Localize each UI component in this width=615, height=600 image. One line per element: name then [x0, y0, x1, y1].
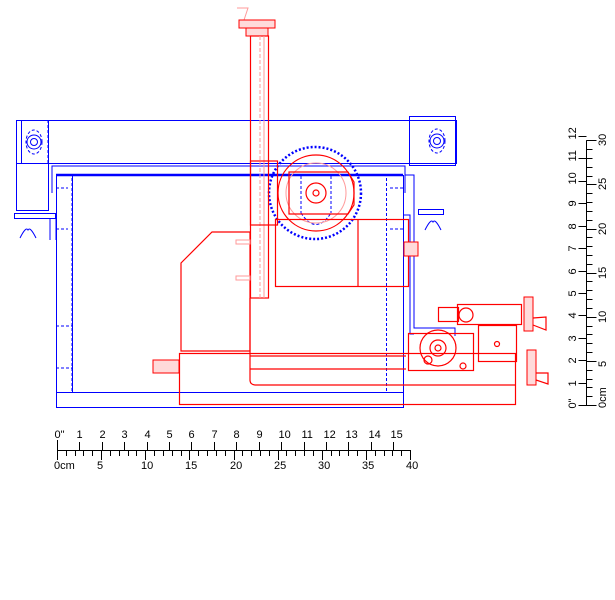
cm-label: 15: [185, 460, 197, 472]
inch-label: 8: [567, 223, 579, 229]
cm-label: 10: [597, 311, 609, 323]
inch-label: 12: [324, 429, 336, 441]
inch-label: 0": [55, 429, 65, 441]
inch-label: 11: [567, 150, 579, 161]
inch-label: 3: [122, 429, 128, 441]
cm-label: 10: [141, 460, 153, 472]
inch-label: 15: [391, 429, 403, 441]
inch-label: 6: [189, 429, 195, 441]
inch-label: 8: [234, 429, 240, 441]
inch-label: 7: [212, 429, 218, 441]
inch-label: 7: [567, 245, 579, 251]
rear-frame: [14, 116, 457, 408]
inch-label: 2: [100, 429, 106, 441]
cm-label: 25: [274, 460, 286, 472]
inch-label: 9: [257, 429, 263, 441]
inch-label: 0": [567, 398, 579, 408]
inch-label: 5: [167, 429, 173, 441]
inch-label: 9: [567, 200, 579, 206]
inch-label: 10: [279, 429, 291, 441]
cm-label: 0cm: [54, 460, 75, 472]
inch-label: 12: [567, 127, 579, 139]
inch-label: 1: [567, 380, 579, 386]
cm-label: 20: [597, 223, 609, 235]
cm-label: 20: [230, 460, 242, 472]
inch-label: 5: [567, 290, 579, 296]
cm-label: 35: [362, 460, 374, 472]
cm-label: 5: [597, 361, 609, 367]
inch-label: 13: [346, 429, 358, 441]
inch-label: 3: [567, 335, 579, 341]
cm-label: 15: [597, 267, 609, 279]
inch-label: 1: [77, 429, 83, 441]
inch-label: 4: [145, 429, 151, 441]
cm-label: 25: [597, 178, 609, 190]
inch-label: 11: [302, 429, 313, 441]
front-machine: [152, 7, 549, 406]
inch-label: 4: [567, 312, 579, 318]
inch-label: 6: [567, 268, 579, 274]
inch-label: 14: [369, 429, 381, 441]
cm-label: 30: [597, 134, 609, 146]
inch-label: 10: [567, 172, 579, 184]
cm-label: 0cm: [597, 387, 609, 408]
inch-label: 2: [567, 357, 579, 363]
cm-label: 40: [406, 460, 418, 472]
cm-label: 30: [318, 460, 330, 472]
cm-label: 5: [97, 460, 103, 472]
